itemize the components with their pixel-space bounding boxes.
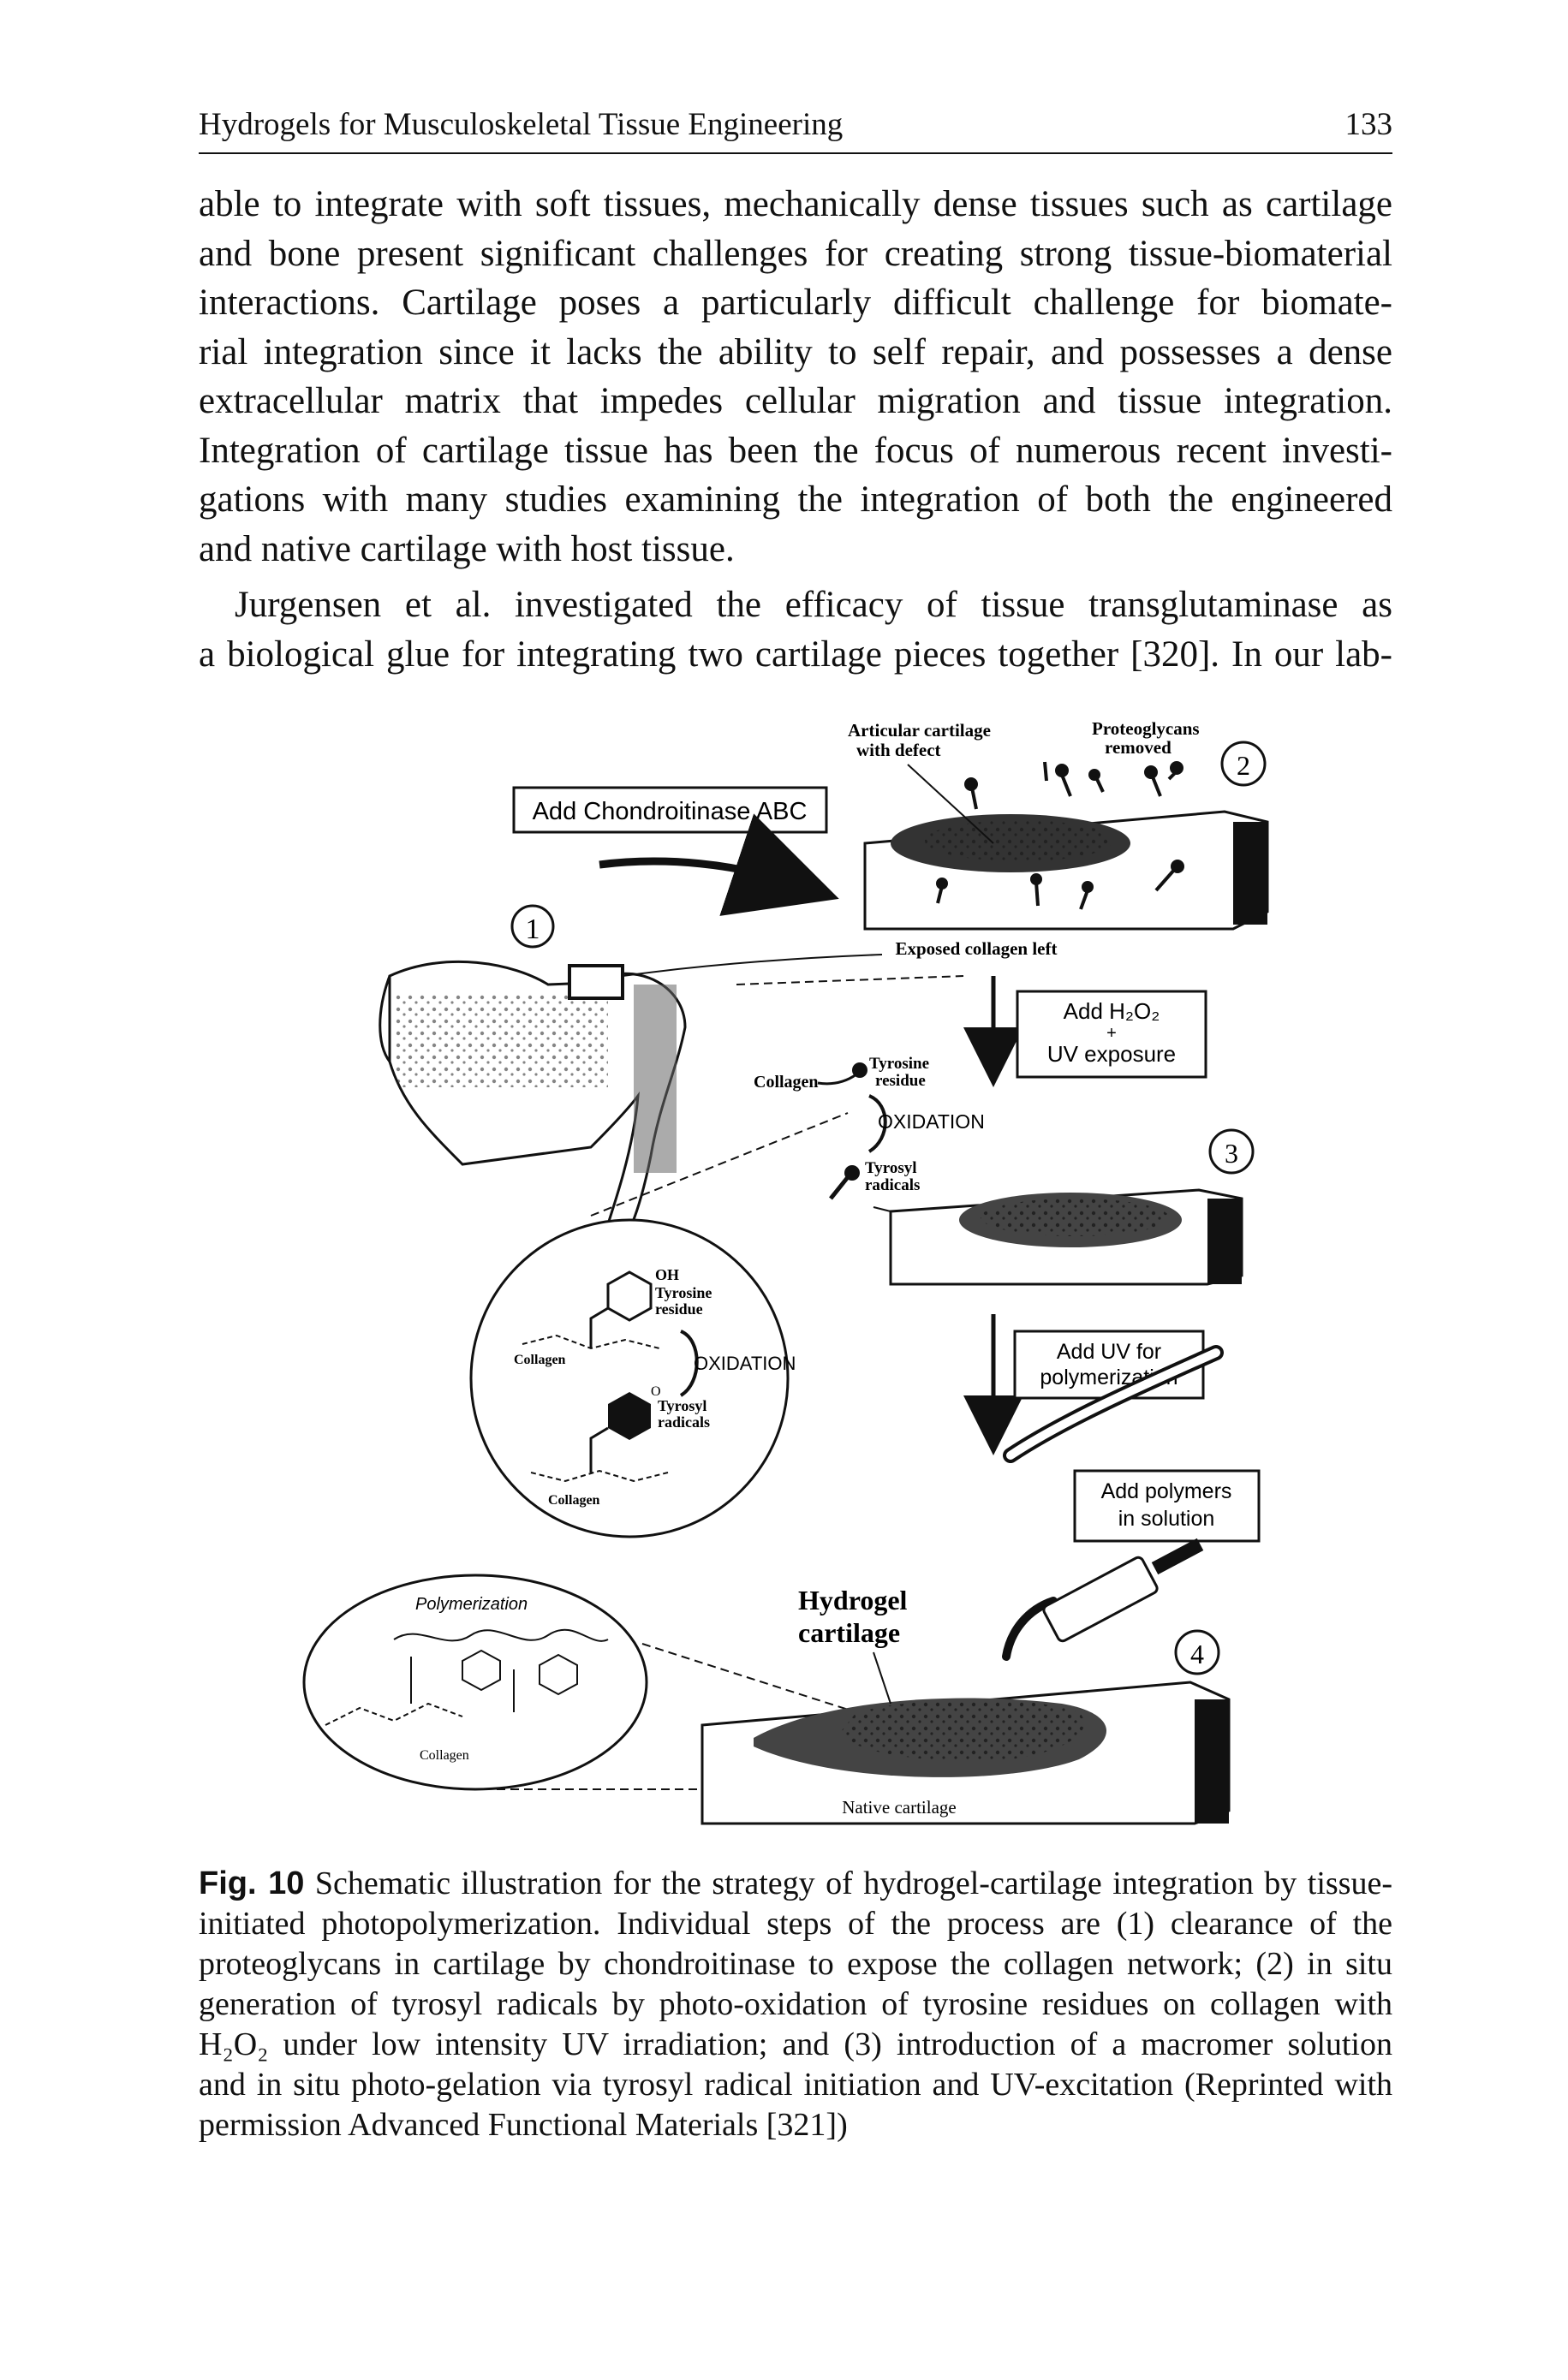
step-1-arrow bbox=[599, 813, 839, 916]
caption-line: generation of tyrosyl radicals by photo-… bbox=[199, 1986, 1392, 2022]
polymers-box: Add polymers in solution bbox=[1073, 1469, 1261, 1543]
step-1-badge: 1 bbox=[510, 904, 555, 949]
cartilage-block-step4 bbox=[701, 1681, 1231, 1825]
tyrosine-oxidation-schematic: Collagen Tyrosine residue OXIDATION Tyro… bbox=[754, 1055, 985, 1200]
step-3-number: 3 bbox=[1225, 1138, 1238, 1169]
page-number: 133 bbox=[1344, 107, 1393, 142]
text-line: and bone present significant challenges … bbox=[199, 233, 1392, 274]
step-4-number: 4 bbox=[1190, 1639, 1204, 1669]
circle-collagen-top: Collagen bbox=[514, 1353, 566, 1367]
caption-line: H₂O₂ under low intensity UV irradiation;… bbox=[199, 2026, 1392, 2062]
step-2-badge: 2 bbox=[1220, 741, 1267, 787]
collagen-label: Collagen bbox=[754, 1073, 819, 1092]
circle-oxygen-label: O bbox=[651, 1384, 661, 1399]
oxidation-label: OXIDATION bbox=[878, 1110, 985, 1133]
caption-line: Fig. 10 Schematic illustration for the s… bbox=[199, 1864, 1392, 1904]
articular-defect-label-2: with defect bbox=[856, 740, 941, 760]
text-line: interactions. Cartilage poses a particul… bbox=[199, 283, 1392, 323]
syringe-icon bbox=[1002, 1538, 1204, 1661]
step-1-number: 1 bbox=[526, 913, 540, 945]
circle-oxidation-label: OXIDATION bbox=[694, 1353, 796, 1374]
polymerization-label: Polymerization bbox=[415, 1595, 528, 1614]
text-line: able to integrate with soft tissues, mec… bbox=[199, 184, 1392, 224]
tyrosine-residue-label-1: Tyrosine bbox=[869, 1055, 929, 1073]
h2o2-label-1: Add H₂O₂ bbox=[1064, 998, 1160, 1024]
circle-tyrosine-label-1: Tyrosine bbox=[655, 1284, 712, 1301]
joint-illustration bbox=[379, 954, 883, 1261]
text-line: extracellular matrix that impedes cellul… bbox=[199, 381, 1392, 421]
running-head: Hydrogels for Musculoskeletal Tissue Eng… bbox=[199, 101, 1392, 154]
tyrosine-residue-label-2: residue bbox=[875, 1072, 926, 1090]
h2o2-box: Add H₂O₂ + UV exposure bbox=[1016, 990, 1207, 1079]
cartilage-block-step3 bbox=[873, 1188, 1243, 1286]
caption-line: permission Advanced Functional Materials… bbox=[199, 2107, 848, 2143]
caption-line: initiated photopolymerization. Individua… bbox=[199, 1906, 1392, 1942]
h2o2-label-3: UV exposure bbox=[1047, 1041, 1176, 1067]
native-cartilage-label: Native cartilage bbox=[842, 1797, 957, 1818]
step-3-badge: 3 bbox=[1208, 1128, 1255, 1175]
tyrosine-zoom-circle: OH Tyrosine residue Collagen OXIDATION O… bbox=[469, 1218, 796, 1538]
figure-caption: Fig. 10 Schematic illustration for the s… bbox=[199, 1864, 1392, 2145]
exposed-collagen-label: Exposed collagen left bbox=[896, 938, 1058, 959]
proteoglycans-label-1: Proteoglycans bbox=[1092, 718, 1200, 739]
step-4-badge: 4 bbox=[1174, 1629, 1220, 1675]
defect-marker bbox=[568, 964, 624, 1000]
text-line: and native cartilage with host tissue. bbox=[199, 528, 735, 569]
uv-label-1: Add UV for bbox=[1057, 1340, 1161, 1364]
h2o2-label-2: + bbox=[1106, 1024, 1117, 1043]
chondroitinase-label: Add Chondroitinase ABC bbox=[533, 798, 808, 825]
text-line: Jurgensen et al. investigated the effica… bbox=[235, 585, 1392, 625]
caption-line: and in situ photo-gelation via tyrosyl r… bbox=[199, 2067, 1392, 2103]
polymer-collagen-label: Collagen bbox=[420, 1748, 469, 1763]
body-text: able to integrate with soft tissues, mec… bbox=[199, 180, 1392, 679]
circle-radicals-label-1: Tyrosyl bbox=[658, 1397, 706, 1414]
articular-defect-label-1: Articular cartilage bbox=[848, 720, 991, 741]
polymers-label-1: Add polymers bbox=[1101, 1479, 1232, 1503]
hydrogel-label-2: cartilage bbox=[798, 1617, 900, 1648]
proteoglycans-label-2: removed bbox=[1105, 737, 1172, 758]
chondroitinase-box: Add Chondroitinase ABC bbox=[512, 786, 828, 834]
circle-radicals-label-2: radicals bbox=[658, 1413, 710, 1431]
circle-tyrosine-label-2: residue bbox=[655, 1300, 703, 1318]
oh-label: OH bbox=[655, 1266, 679, 1283]
circle-collagen-bottom: Collagen bbox=[548, 1493, 600, 1508]
caption-line-text: Schematic illustration for the strategy … bbox=[304, 1865, 1392, 1901]
running-head-title: Hydrogels for Musculoskeletal Tissue Eng… bbox=[199, 107, 844, 142]
figure-label: Fig. 10 bbox=[199, 1865, 305, 1901]
polymers-label-2: in solution bbox=[1118, 1507, 1215, 1531]
caption-line: proteoglycans in cartilage by chondroiti… bbox=[199, 1946, 1392, 1982]
tyrosyl-radicals-label-1: Tyrosyl bbox=[865, 1159, 917, 1177]
paragraph-1: able to integrate with soft tissues, mec… bbox=[199, 180, 1392, 574]
cartilage-block-step2 bbox=[863, 761, 1269, 931]
step-2-number: 2 bbox=[1237, 750, 1250, 781]
polymerization-zoom: Polymerization Collagen bbox=[302, 1574, 648, 1791]
text-line: gations with many studies examining the … bbox=[199, 479, 1392, 520]
tyrosyl-radicals-label-2: radicals bbox=[865, 1176, 920, 1194]
hydrogel-label-1: Hydrogel bbox=[798, 1585, 908, 1615]
text-line: rial integration since it lacks the abil… bbox=[199, 331, 1392, 372]
text-line: Integration of cartilage tissue has been… bbox=[199, 430, 1392, 471]
paragraph-2: Jurgensen et al. investigated the effica… bbox=[199, 580, 1392, 679]
text-line: a biological glue for integrating two ca… bbox=[199, 634, 1392, 675]
